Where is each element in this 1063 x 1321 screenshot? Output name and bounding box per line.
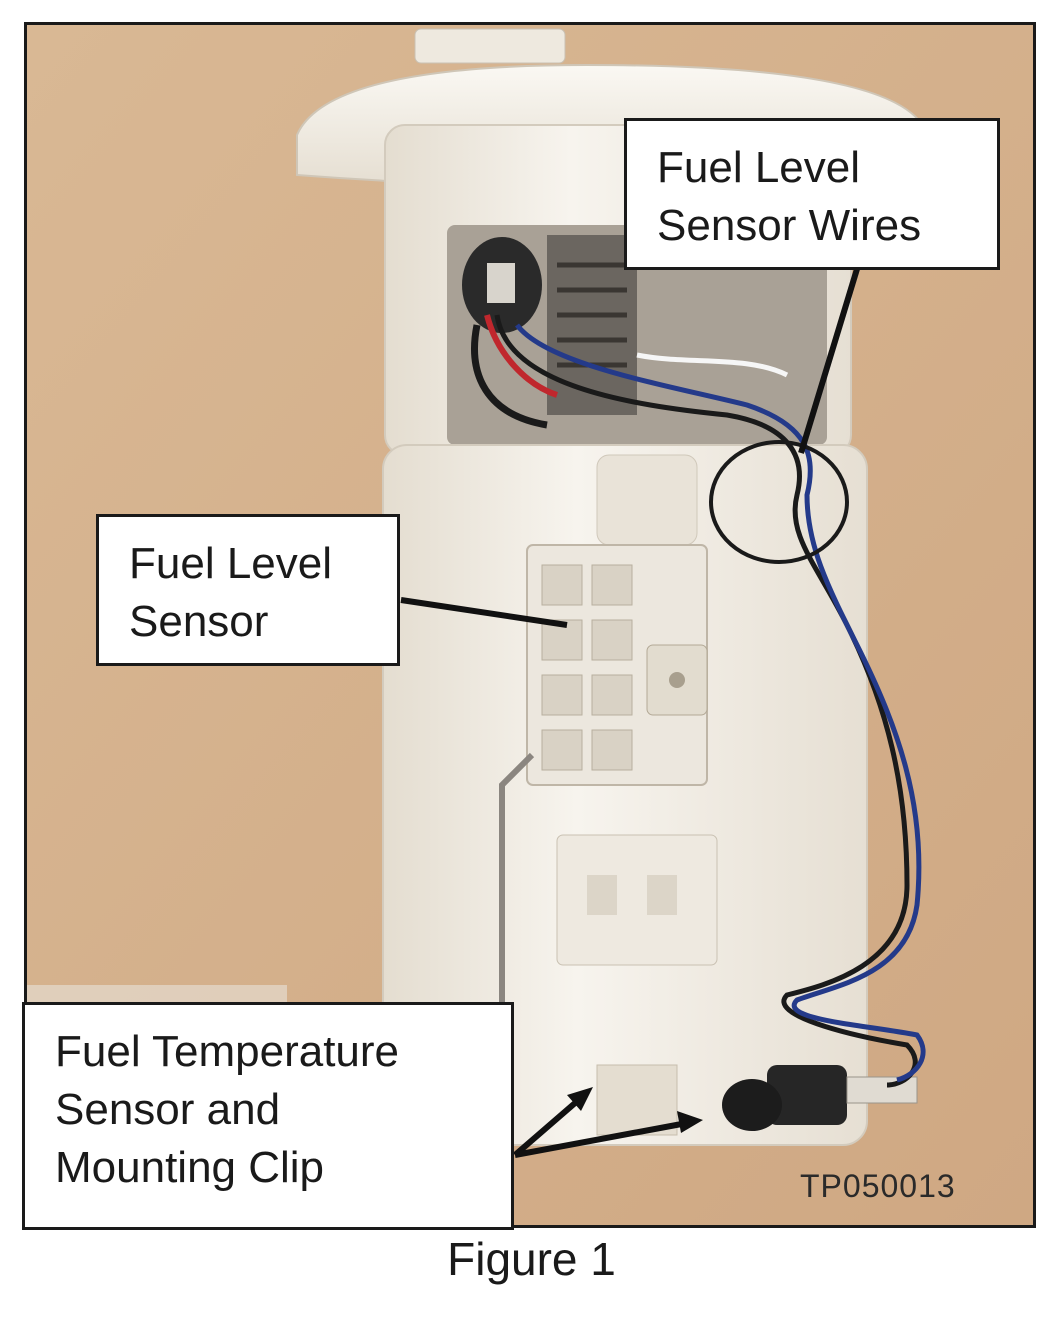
sensor-ribs xyxy=(541,564,633,771)
top-connector xyxy=(414,28,566,64)
sensor-leader-line xyxy=(400,597,568,628)
terminal-plate xyxy=(487,263,515,303)
float-arm-rod xyxy=(499,752,535,1005)
white-wire xyxy=(636,352,789,378)
wire-highlight-circle xyxy=(709,440,849,564)
bracket-slot-right xyxy=(647,875,677,915)
fuel-level-sensor-wires-label: Fuel Level Sensor Wires xyxy=(624,118,1000,270)
figure-caption: Figure 1 xyxy=(447,1233,616,1285)
black-wire xyxy=(494,314,918,1088)
pivot-pin xyxy=(669,672,685,688)
wires-leader-line xyxy=(798,268,860,454)
temp-leader-arrows xyxy=(513,1087,703,1158)
lower-bracket xyxy=(556,834,718,966)
coil-lines xyxy=(557,262,627,368)
figure-code: TP050013 xyxy=(800,1168,956,1204)
fuel-outlet-port xyxy=(596,454,698,546)
temperature-sensor xyxy=(767,1065,847,1125)
temp-sensor-clip xyxy=(596,1064,678,1136)
black-wire-short xyxy=(471,324,548,429)
fuel-level-sensor-label: Fuel Level Sensor xyxy=(96,514,400,666)
blue-wire xyxy=(515,323,926,1083)
temperature-sensor-tip xyxy=(722,1079,782,1131)
bracket-slot-left xyxy=(587,875,617,915)
red-wire xyxy=(484,314,559,398)
fuel-temperature-sensor-label: Fuel Temperature Sensor and Mounting Cli… xyxy=(22,1002,514,1230)
